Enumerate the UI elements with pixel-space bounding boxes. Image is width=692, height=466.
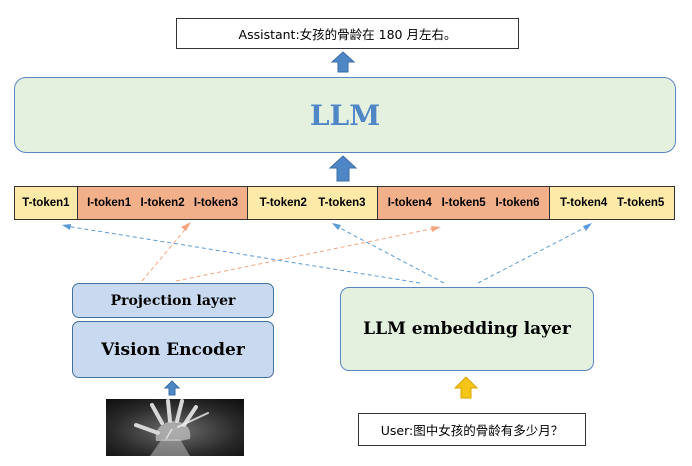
llm-embedding-layer-label: LLM embedding layer (363, 319, 571, 339)
token: I-token3 (193, 197, 238, 209)
image-link-line (175, 227, 437, 282)
token: T-token2 (259, 197, 307, 209)
token: I-token5 (441, 197, 486, 209)
image-link-arrowhead (431, 226, 441, 232)
image-token-segment-2: I-token4 I-token5 I-token6 (377, 187, 551, 219)
text-link-arrowhead (583, 223, 592, 231)
hand-xray-image (106, 399, 244, 456)
vision-encoder-label: Vision Encoder (101, 339, 245, 360)
text-token-segment-2: T-token2 T-token3 (248, 187, 378, 219)
text-link-line (65, 225, 421, 284)
image-link-arrowhead (181, 222, 191, 231)
token: I-token6 (495, 197, 540, 209)
up-arrow-from-image (163, 380, 181, 396)
text-link-arrowhead (62, 224, 71, 230)
projection-layer-box: Projection layer (72, 283, 274, 318)
token: T-token4 (560, 197, 608, 209)
llm-label: LLM (309, 98, 381, 132)
token-sequence: T-token1 I-token1 I-token2 I-token3 T-to… (14, 186, 675, 220)
text-token-segment-1: T-token1 (15, 187, 78, 219)
projection-layer-label: Projection layer (110, 292, 236, 309)
token: I-token4 (387, 197, 432, 209)
token: I-token2 (140, 197, 185, 209)
up-arrow-from-user (453, 376, 479, 399)
assistant-output-box: Assistant:女孩的骨龄在 180 月左右。 (176, 18, 519, 49)
llm-block: LLM (14, 77, 676, 153)
assistant-output-text: Assistant:女孩的骨龄在 180 月左右。 (238, 27, 457, 42)
up-arrow-to-output (330, 51, 356, 73)
llm-embedding-layer-box: LLM embedding layer (340, 287, 594, 371)
image-link-line (141, 225, 189, 282)
token: T-token5 (617, 197, 665, 209)
up-arrow-to-llm (328, 155, 358, 182)
token: T-token3 (318, 197, 366, 209)
user-input-box: User:图中女孩的骨龄有多少月？ (358, 413, 586, 446)
vision-encoder-box: Vision Encoder (72, 321, 274, 378)
token: I-token1 (87, 197, 132, 209)
text-link-line (477, 225, 589, 284)
text-link-line (335, 225, 445, 284)
image-token-segment-1: I-token1 I-token2 I-token3 (77, 187, 249, 219)
token: T-token1 (22, 197, 70, 209)
text-token-segment-3: T-token4 T-token5 (550, 187, 674, 219)
user-input-text: User:图中女孩的骨龄有多少月？ (380, 423, 564, 438)
text-link-arrowhead (332, 223, 341, 230)
